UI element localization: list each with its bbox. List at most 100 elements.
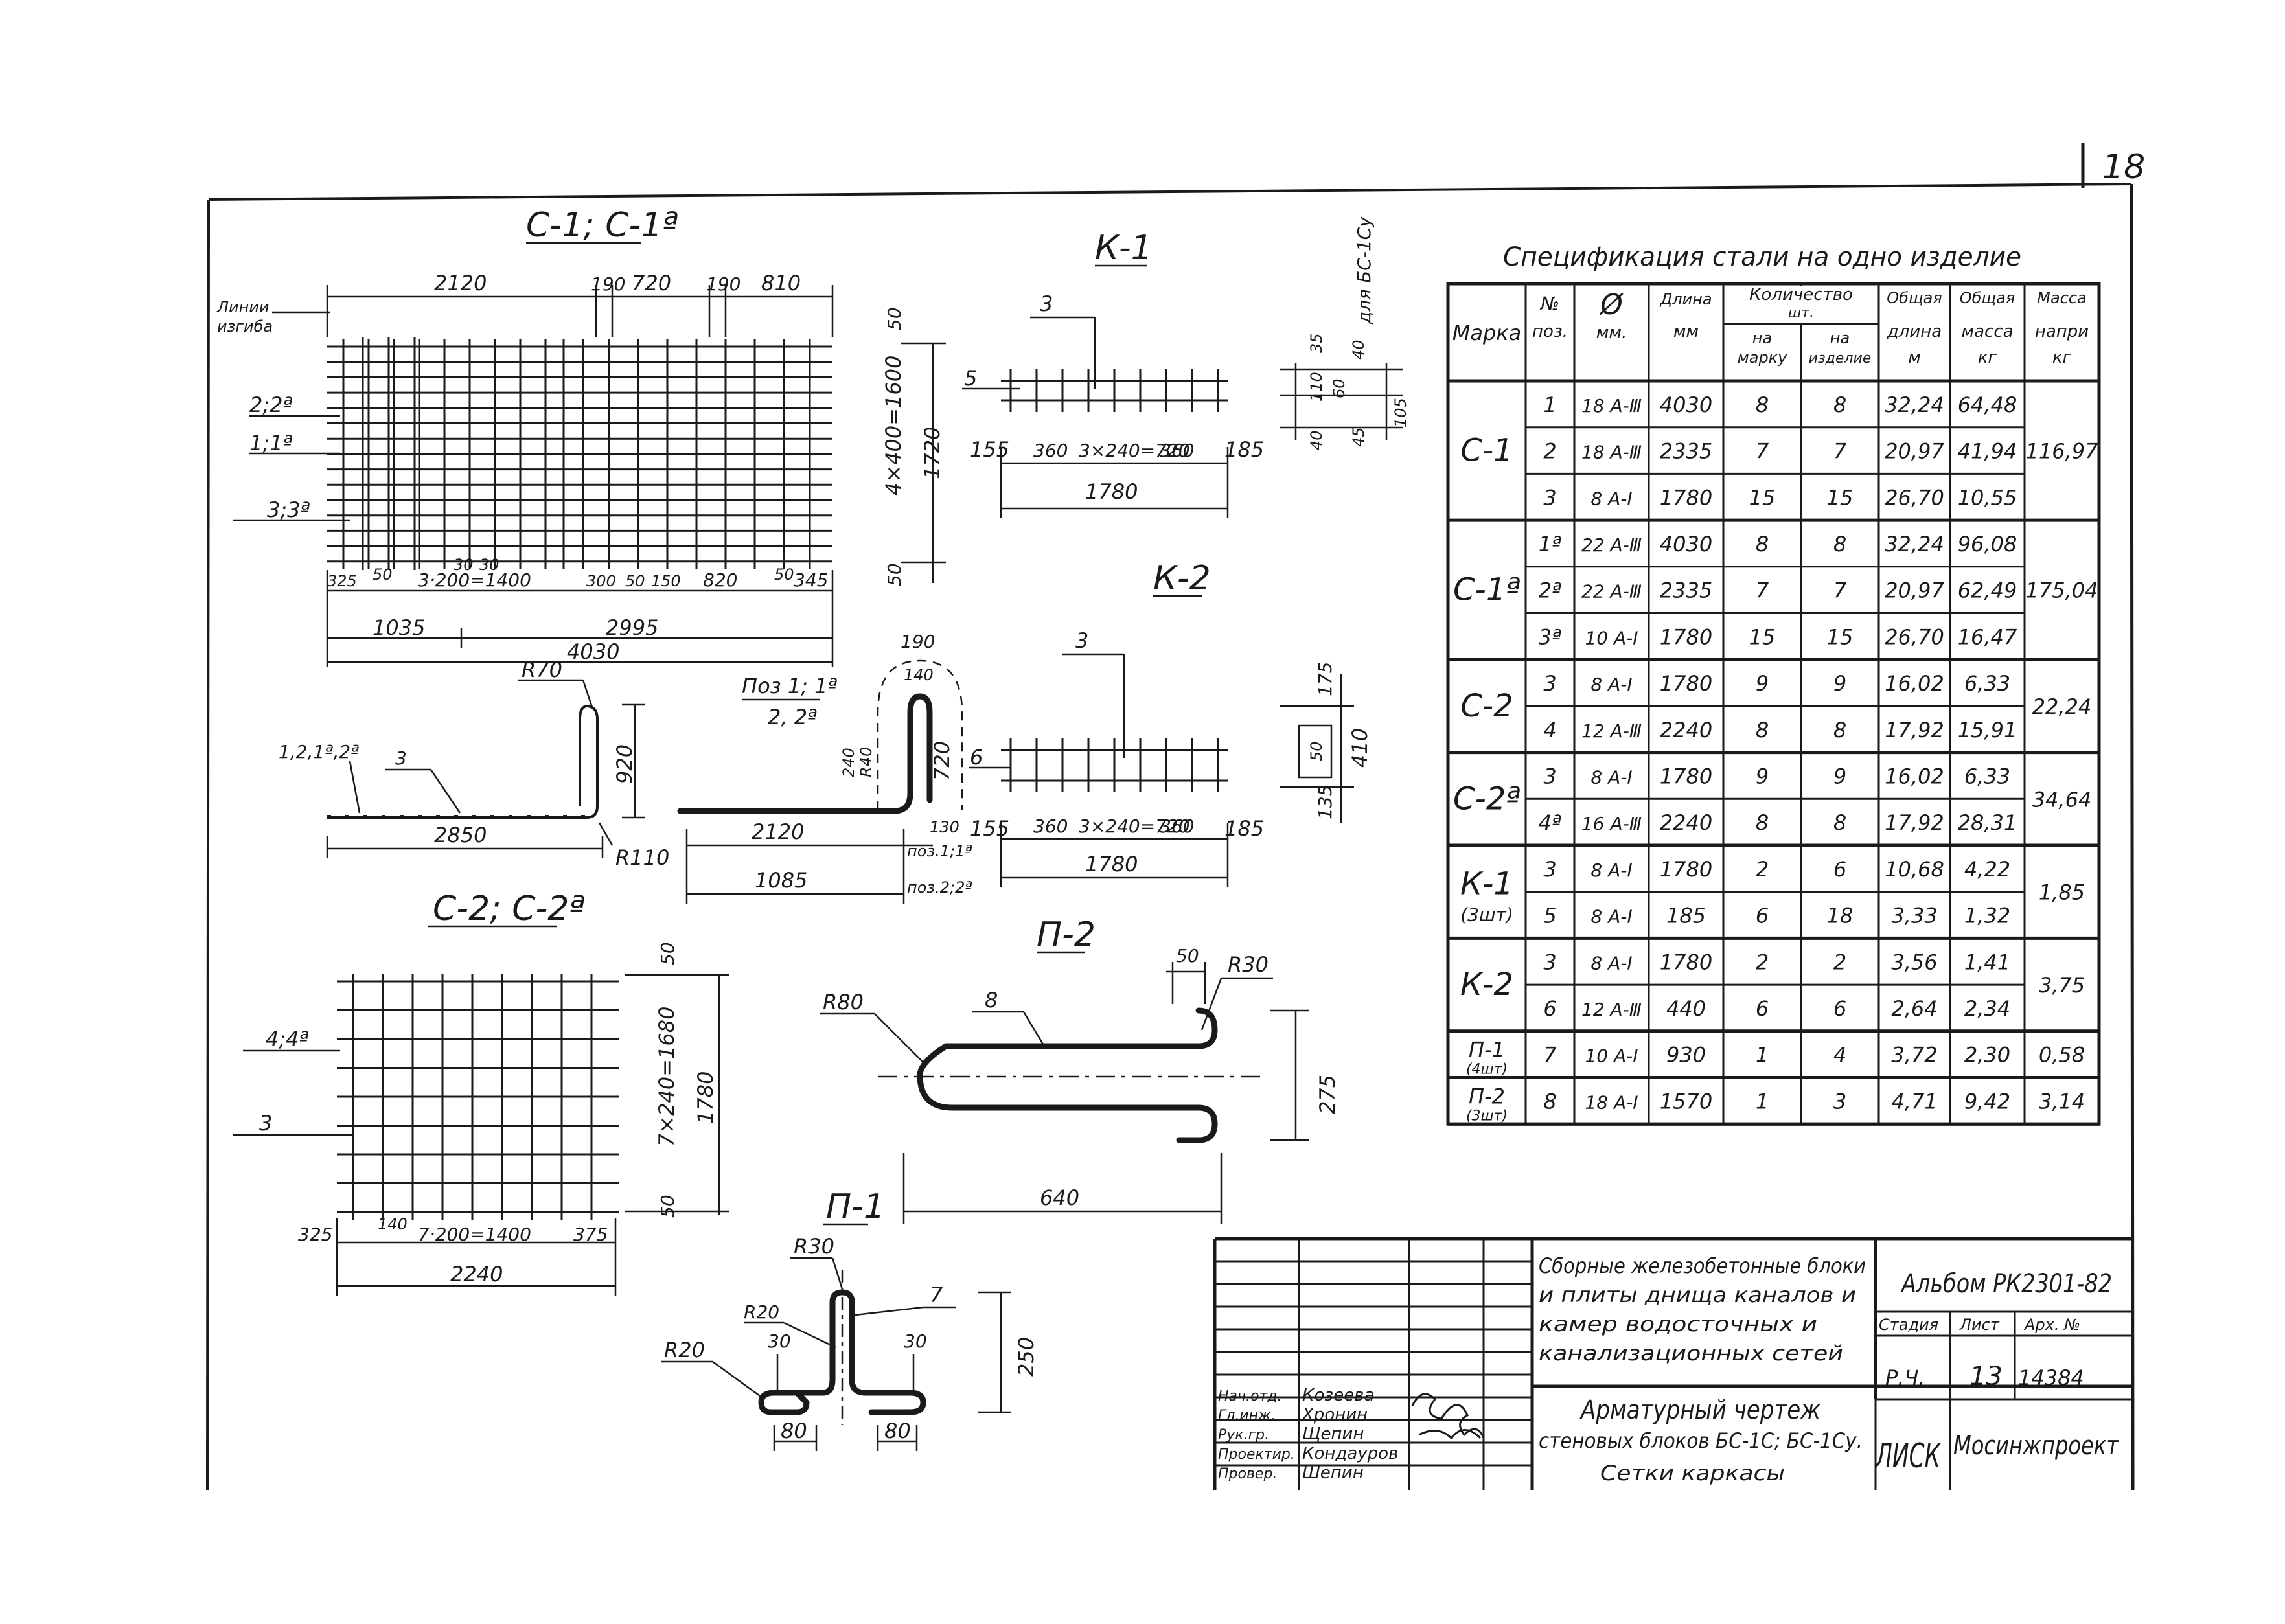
mesh-c2-title: С-2; С-2ª bbox=[433, 889, 585, 928]
spec-cell: 26,70 bbox=[1885, 485, 1944, 510]
header-total-mass: Общая bbox=[1960, 289, 2015, 307]
spec-cell: 2,30 bbox=[1964, 1043, 2010, 1068]
header-mass: Масса bbox=[2037, 289, 2087, 307]
spec-mass: 0,58 bbox=[2039, 1043, 2085, 1068]
c1-dim-top-1: 190 bbox=[591, 273, 625, 295]
p1-dim-5: 7 bbox=[930, 1283, 943, 1307]
bend-line-label-2: изгиба bbox=[217, 317, 273, 336]
p1-dim-7: 80 bbox=[781, 1419, 807, 1443]
stamp-drawing-2: Сетки каркасы bbox=[1600, 1461, 1785, 1485]
spec-cell: 12 А-Ⅲ bbox=[1581, 999, 1642, 1020]
c1-dim-bot-0: 325 bbox=[327, 572, 357, 590]
signature-mark bbox=[1411, 1393, 1485, 1440]
bend2-note-0: поз.1;1ª bbox=[907, 842, 972, 860]
stamp-drawing-0: Арматурный чертеж bbox=[1579, 1395, 1820, 1425]
spec-mark-qty: (3шт) bbox=[1460, 904, 1513, 926]
spec-cell: 20,97 bbox=[1885, 439, 1944, 464]
spec-cell: 2,64 bbox=[1891, 996, 1937, 1021]
c1-dim-top-0: 2120 bbox=[434, 271, 487, 295]
bend1-dim-3: R110 bbox=[615, 845, 669, 870]
header-qty-mark: на bbox=[1752, 329, 1772, 347]
header-len: Длина bbox=[1659, 290, 1712, 308]
header-len: мм bbox=[1673, 322, 1699, 341]
spec-cell: 4,71 bbox=[1891, 1089, 1937, 1114]
spec-cell: 2,34 bbox=[1964, 996, 2010, 1021]
c1-dim-bot-6: 820 bbox=[703, 569, 737, 591]
c2-dim-right-3: 50 bbox=[657, 1195, 678, 1218]
spec-cell: 2 bbox=[1833, 950, 1846, 974]
spec-mark-qty: (4шт) bbox=[1466, 1062, 1508, 1078]
spec-cell: 18 А-Ⅲ bbox=[1581, 395, 1642, 417]
c2-dim-bot-0: 325 bbox=[298, 1224, 332, 1245]
k2-side-dim-2: 410 bbox=[1348, 728, 1372, 768]
spec-mark: С-2ª bbox=[1453, 781, 1521, 817]
spec-mark: К-2 bbox=[1460, 966, 1513, 1003]
spec-cell: 6,33 bbox=[1964, 764, 2010, 788]
spec-cell: 2ª bbox=[1539, 578, 1561, 603]
spec-cell: 15 bbox=[1827, 624, 1854, 649]
spec-cell: 4030 bbox=[1660, 532, 1712, 556]
spec-mark: К-1 bbox=[1460, 866, 1513, 902]
stamp-org-0: ЛИСК bbox=[1875, 1437, 1942, 1476]
spec-cell: 3,33 bbox=[1891, 904, 1937, 928]
page-number: 18 bbox=[2102, 148, 2145, 187]
spec-cell: 12 А-Ⅲ bbox=[1581, 720, 1642, 742]
stamp-col-1: Лист bbox=[1959, 1316, 2000, 1334]
spec-cell: 3,72 bbox=[1891, 1043, 1937, 1068]
k1-side-dim-2: 35 bbox=[1307, 333, 1326, 353]
spec-cell: 8 А-Ⅰ bbox=[1590, 860, 1632, 881]
k2-dim-4: 185 bbox=[1224, 816, 1264, 841]
spec-cell: 1780 bbox=[1660, 624, 1712, 649]
spec-cell: 8 bbox=[1756, 393, 1769, 417]
stamp-name: Щепин bbox=[1302, 1424, 1364, 1444]
spec-cell: 2240 bbox=[1660, 810, 1712, 835]
c1-dim-right-2: 1720 bbox=[920, 427, 945, 479]
spec-mark: С-1ª bbox=[1453, 572, 1521, 608]
spec-cell: 3,56 bbox=[1891, 950, 1937, 974]
stamp-val-1: 13 bbox=[1969, 1362, 2003, 1391]
header-total-len: длина bbox=[1887, 322, 1942, 341]
spec-table: Спецификация стали на одно изделие Марка… bbox=[1446, 242, 2101, 1126]
c1-total-1: 2995 bbox=[606, 615, 658, 640]
k1-side-dim-1: 110 bbox=[1307, 372, 1326, 402]
stamp-role: Провер. bbox=[1218, 1466, 1277, 1482]
spec-cell: 9 bbox=[1756, 764, 1769, 788]
p1-dim-6: 250 bbox=[1014, 1337, 1039, 1377]
k2-mark-0: 3 bbox=[1075, 628, 1088, 653]
spec-cell: 9 bbox=[1756, 671, 1769, 696]
c1-dim-top-4: 810 bbox=[761, 271, 801, 295]
p1-dim-2: R20 bbox=[664, 1338, 705, 1362]
c1-mark-1: 1;1ª bbox=[249, 431, 293, 455]
frame-k2-title: К-2 bbox=[1153, 559, 1211, 598]
p1-dim-3: 30 bbox=[768, 1331, 791, 1352]
spec-cell: 18 А-Ⅲ bbox=[1581, 442, 1642, 463]
stamp-name: Шепин bbox=[1302, 1463, 1364, 1483]
spec-cell: 22 А-Ⅲ bbox=[1581, 534, 1642, 556]
stamp-col-2: Арх. № bbox=[2023, 1316, 2080, 1334]
stamp-col-0: Стадия bbox=[1879, 1316, 1938, 1334]
spec-cell: 4ª bbox=[1539, 810, 1561, 835]
spec-cell: 8 bbox=[1756, 810, 1769, 835]
spec-cell: 8 А-Ⅰ bbox=[1590, 766, 1632, 788]
bend2-pos-label-0: Поз 1; 1ª bbox=[742, 674, 838, 698]
spec-cell: 1 bbox=[1756, 1089, 1769, 1114]
spec-cell: 17,92 bbox=[1885, 718, 1944, 742]
c1-dim-top-2: 720 bbox=[632, 271, 671, 295]
spec-cell: 32,24 bbox=[1885, 532, 1944, 556]
spec-cell: 4 bbox=[1543, 718, 1556, 742]
c1-total-2: 4030 bbox=[567, 639, 619, 664]
k1-dim-4: 185 bbox=[1224, 437, 1264, 462]
k1-side-dim-6: 105 bbox=[1392, 398, 1410, 428]
header-total-mass: масса bbox=[1961, 322, 2013, 341]
spec-cell: 185 bbox=[1666, 904, 1706, 928]
c1-dim-bot-2: 3·200=1400 bbox=[418, 569, 531, 591]
k1-mark-1: 5 bbox=[964, 366, 977, 391]
spec-mass: 3,75 bbox=[2039, 973, 2085, 998]
spec-cell: 3ª bbox=[1539, 624, 1561, 649]
c1-dim-bot-3: 300 bbox=[586, 572, 616, 590]
c1-mark-0: 2;2ª bbox=[249, 393, 293, 417]
c2-dim-bot-1: 140 bbox=[378, 1215, 408, 1233]
stamp-role: Проектир. bbox=[1218, 1447, 1295, 1463]
k1-side-dim-3: 60 bbox=[1330, 378, 1348, 398]
